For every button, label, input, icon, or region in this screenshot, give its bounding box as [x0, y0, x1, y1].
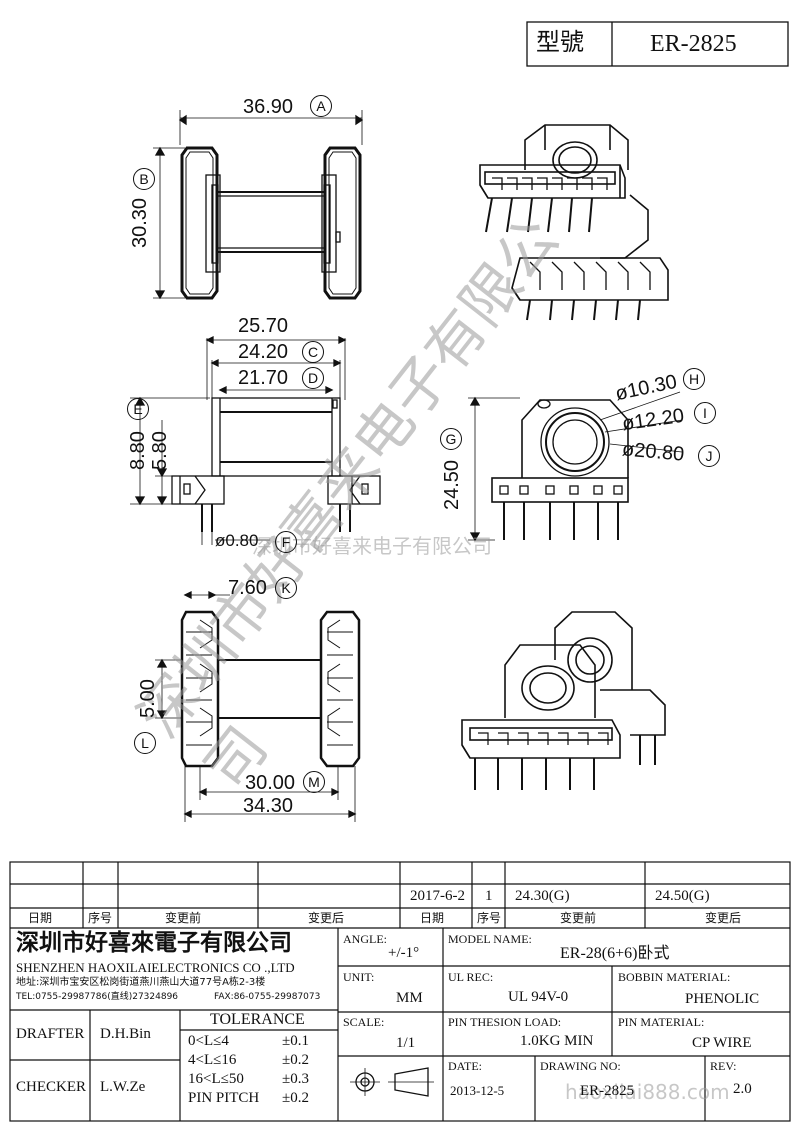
dim-l-value: 5.00	[137, 679, 159, 718]
rev-before: 24.30(G)	[515, 888, 570, 904]
dim-l-marker: L	[134, 732, 156, 754]
company-fax: FAX:86-0755-29987073	[214, 992, 321, 1002]
rev-seq: 1	[485, 888, 493, 904]
watermark-url: haoxilai888.com	[565, 1080, 730, 1104]
dim-k-value: 7.60	[228, 577, 267, 599]
unit-label: UNIT:	[343, 970, 375, 984]
hdr-before-2: 变更前	[560, 911, 597, 925]
unit-value: MM	[396, 990, 423, 1006]
checker-label: CHECKER	[16, 1079, 87, 1095]
title-block-grid	[9, 861, 791, 1122]
dim-c-marker: C	[302, 341, 324, 363]
dim-m-value: 30.00	[245, 772, 296, 794]
model-value: ER-2825	[650, 31, 737, 57]
projection-symbol-icon	[350, 1067, 434, 1097]
company-name-en: SHENZHEN HAOXILAIELECTRONICS CO .,LTD	[16, 960, 295, 975]
tolerance-title: TOLERANCE	[210, 1011, 305, 1028]
pin-material-value: CP WIRE	[692, 1035, 752, 1051]
dim-h-marker: H	[683, 368, 705, 390]
angle-label: ANGLE:	[343, 932, 387, 946]
dim-m-marker: M	[303, 771, 325, 793]
dim-i-marker: I	[694, 402, 716, 424]
tolerance-value: ±0.2	[282, 1052, 309, 1068]
side-view	[468, 391, 683, 542]
bobbin-value: PHENOLIC	[685, 991, 760, 1007]
hdr-after-2: 变更后	[705, 911, 742, 925]
dim-f-marker: F	[275, 531, 297, 553]
dim-d-value: 21.70	[238, 367, 289, 389]
company-address: 地址:深圳市宝安区松岗街道燕川燕山大道77号A栋2-3楼	[16, 977, 266, 988]
dim-b-marker: B	[133, 168, 155, 190]
rev-after: 24.50(G)	[655, 888, 710, 904]
dim-d-marker: D	[302, 367, 324, 389]
dim-j-value: ø20.80	[621, 438, 686, 466]
load-value: 1.0KG MIN	[520, 1033, 594, 1049]
iso-view-2	[461, 611, 666, 790]
rev-value: 2.0	[733, 1081, 752, 1097]
dim-g-marker: G	[440, 428, 462, 450]
drawing-no-label: DRAWING NO:	[540, 1059, 621, 1073]
title-box	[526, 21, 789, 67]
company-name-cn: 深圳市好喜來電子有限公司	[16, 930, 292, 956]
pin-material-label: PIN MATERIAL:	[618, 1015, 705, 1029]
scale-value: 1/1	[396, 1035, 416, 1051]
model-label: 型號	[536, 28, 584, 56]
iso-view-1	[479, 124, 669, 321]
bottom-view	[155, 590, 361, 822]
tolerance-range: PIN PITCH	[188, 1090, 260, 1106]
hdr-seq-1: 序号	[88, 911, 113, 925]
hdr-date-1: 日期	[28, 911, 53, 925]
hdr-before-1: 变更前	[165, 911, 202, 925]
tolerance-value: ±0.3	[282, 1071, 309, 1087]
tolerance-range: 0<L≤4	[188, 1033, 229, 1049]
tolerance-range: 16<L≤50	[188, 1071, 244, 1087]
date-value: 2013-12-5	[450, 1083, 505, 1098]
date-label: DATE:	[448, 1059, 482, 1073]
load-label: PIN THESION LOAD:	[448, 1015, 562, 1029]
scale-label: SCALE:	[343, 1015, 385, 1029]
dim-c-value: 24.20	[238, 341, 289, 363]
model-name-value: ER-28(6+6)卧式	[560, 945, 670, 962]
checker-name: L.W.Ze	[100, 1079, 146, 1095]
hdr-after-1: 变更后	[308, 911, 345, 925]
drafter-label: DRAFTER	[16, 1026, 85, 1042]
tolerance-value: ±0.2	[282, 1090, 309, 1106]
hdr-seq-2: 序号	[477, 911, 502, 925]
dim-top-width: 25.70	[238, 315, 289, 337]
dim-b-value: 30.30	[129, 197, 151, 248]
dim-e-marker: E	[127, 398, 149, 420]
rev-label: REV:	[710, 1059, 737, 1073]
company-tel: TEL:0755-29987786(直线)27324896	[16, 992, 179, 1002]
tolerance-range: 4<L≤16	[188, 1052, 237, 1068]
dim-bottom-width: 34.30	[243, 795, 294, 817]
model-name-label: MODEL NAME:	[448, 932, 532, 946]
dim-f-value: ø0.80	[215, 531, 259, 550]
drafter-name: D.H.Bin	[100, 1026, 151, 1042]
dim-k-marker: K	[275, 577, 297, 599]
dim-e2-value: 5.80	[149, 431, 171, 470]
dim-g-value: 24.50	[441, 459, 463, 510]
tolerance-value: ±0.1	[282, 1033, 309, 1049]
dim-j-marker: J	[698, 445, 720, 467]
top-view	[153, 110, 364, 300]
dim-a-value: 36.90	[243, 96, 294, 118]
ul-label: UL REC:	[448, 970, 494, 984]
dim-a-marker: A	[310, 95, 332, 117]
drawing-no-value: ER-2825	[580, 1083, 635, 1099]
bobbin-label: BOBBIN MATERIAL:	[618, 970, 731, 984]
dim-e-value: 8.80	[127, 431, 149, 470]
rev-date: 2017-6-2	[410, 888, 465, 904]
ul-value: UL 94V-0	[508, 989, 569, 1005]
hdr-date-2: 日期	[420, 911, 445, 925]
angle-value: +/-1°	[388, 945, 420, 961]
